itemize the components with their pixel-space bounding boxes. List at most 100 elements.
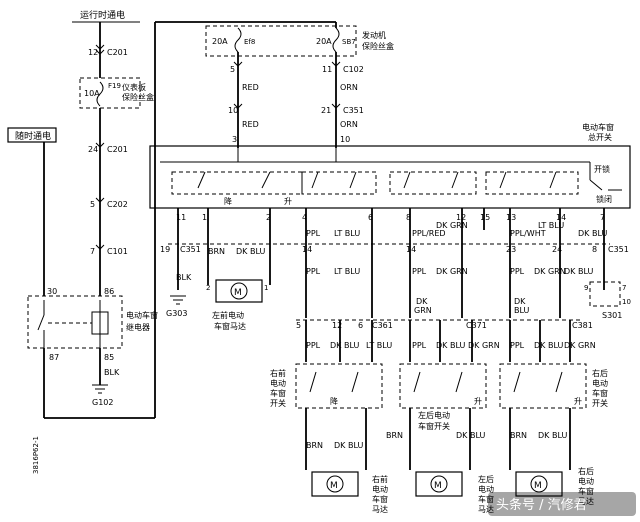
wire-ppl-6: PPL — [412, 341, 427, 350]
s301-pin-7: 7 — [622, 284, 626, 292]
rf-motor-label-1: 右前 — [372, 474, 388, 484]
wire-blk-relay: BLK — [104, 368, 120, 377]
lr-motor-label-1: 左后 — [478, 474, 494, 484]
lr-switch-label-2: 车窗开关 — [418, 421, 450, 431]
rf-pin-5: 5 — [296, 321, 301, 330]
rf-motor-label-3: 车窗 — [372, 494, 388, 504]
rr-motor-label-2: 电动 — [578, 476, 594, 486]
hot-feed-label: 随时通电 — [15, 130, 51, 142]
wire-ppl-5: PPL — [306, 341, 321, 350]
ground-icon — [92, 384, 108, 394]
wire-orn-1: ORN — [340, 83, 358, 92]
wire-dk-grn-5: DK GRN — [564, 341, 596, 350]
lr-motor-symbol: M — [434, 481, 442, 491]
ground-g303-icon — [170, 295, 186, 305]
lf-motor-symbol: M — [234, 288, 242, 298]
rr-motor-label-1: 右后 — [578, 466, 594, 476]
wire-dk-grn-1: DK GRN — [436, 221, 468, 230]
ip-fuse-box-label-1: 仪表板 — [122, 82, 146, 92]
s301-box — [589, 281, 621, 307]
s301-label: S301 — [602, 311, 622, 320]
c351-left-label: C351 — [180, 245, 201, 254]
wire-lt-blu-2: LT BLU — [538, 221, 564, 230]
wire-ppl-2: PPL — [306, 267, 321, 276]
wire-dk-blu-3: DK BLU — [564, 267, 593, 276]
wire-ppl-red: PPL/RED — [412, 229, 446, 238]
rf-switch-label-4: 开关 — [270, 398, 286, 408]
master-pin-10: 10 — [340, 135, 350, 144]
master-pin-3: 3 — [232, 135, 237, 144]
wire-dk-blu-2: DK BLU — [236, 247, 265, 256]
relay-pin-30: 30 — [47, 287, 57, 296]
rf-down-label: 降 — [330, 396, 338, 406]
master-pin-13: 13 — [506, 213, 516, 222]
master-pin-1: 1 — [202, 213, 207, 222]
sb7-id: SB7 — [342, 38, 356, 46]
rr-motor-label-4: 马达 — [578, 496, 594, 506]
c381-label: C381 — [572, 321, 593, 330]
c351-top-pin-21: 21 — [321, 106, 331, 115]
wire-blu-1: BLU — [514, 306, 530, 315]
rf-motor-label-4: 马达 — [372, 504, 388, 514]
lr-motor-label-3: 车窗 — [478, 494, 494, 504]
relay-pin-87: 87 — [49, 353, 59, 362]
hot-feed-box — [7, 127, 57, 143]
relay-pin-86: 86 — [104, 287, 114, 296]
engine-fuse-box — [205, 25, 357, 57]
master-pin-4: 4 — [302, 213, 307, 222]
rr-door-switch: 升 右后 电动 车窗 开关 — [499, 363, 608, 409]
master-pin-12: 12 — [456, 213, 466, 222]
s301-pin-9: 9 — [584, 284, 588, 292]
lf-motor-box — [215, 279, 263, 303]
wire-dk-grn-4: DK GRN — [468, 341, 500, 350]
ef8-id: Ef8 — [244, 38, 255, 46]
c351-top-pin-10: 10 — [228, 106, 238, 115]
sb7-rating: 20A — [316, 37, 332, 46]
master-switch-group-rf — [301, 171, 377, 195]
c201-mid-pin: 24 — [88, 145, 98, 154]
locked-label: 锁闭 — [596, 194, 612, 204]
lr-motor-label-2: 电动 — [478, 484, 494, 494]
ef8-fuse-icon — [234, 27, 242, 53]
c102-pin-11: 11 — [322, 65, 332, 74]
engine-fuse-box-label-1: 发动机 — [362, 30, 386, 40]
wire-orn-2: ORN — [340, 120, 358, 129]
wire-ppl-wht: PPL/WHT — [510, 229, 546, 238]
master-pin-8: 8 — [406, 213, 411, 222]
rf-switch-label-3: 车窗 — [270, 388, 286, 398]
wire-ppl-4: PPL — [510, 267, 525, 276]
wire-lt-blu-4: LT BLU — [366, 341, 392, 350]
master-pin-7: 7 — [600, 213, 605, 222]
master-pin-15: 15 — [480, 213, 490, 222]
c101-label: C101 — [107, 247, 128, 256]
wire-dk-grn-2: DK GRN — [436, 267, 468, 276]
relay-coil-icon — [91, 311, 109, 335]
wire-dk-2: DK — [514, 297, 526, 306]
relay-name-2: 继电器 — [126, 322, 150, 332]
wire-grn-1: GRN — [414, 306, 432, 315]
rr-motor-symbol: M — [534, 481, 542, 491]
lower-pin-23: 23 — [506, 245, 516, 254]
ip-fuse-box-label-2: 保险丝盒 — [122, 92, 154, 102]
relay-name-1: 电动车窗 — [126, 310, 158, 320]
ground-g102: G102 — [92, 398, 113, 407]
ip-fuse-id: F19 — [108, 82, 121, 90]
lower-pin-14b: 14 — [406, 245, 416, 254]
rr-switch-label-1: 右后 — [592, 368, 608, 378]
wire-dk-blu-9: DK BLU — [538, 431, 567, 440]
wire-brn-2: BRN — [306, 441, 323, 450]
lf-motor-icon — [230, 282, 248, 300]
rr-motor-label-3: 车窗 — [578, 486, 594, 496]
master-switch-group-driver: 降 升 — [171, 171, 303, 206]
rr-switch-label-4: 开关 — [592, 398, 608, 408]
wire-brn-4: BRN — [510, 431, 527, 440]
master-switch-title-1: 电动车窗 — [582, 122, 614, 132]
master-pin-11: 11 — [176, 213, 186, 222]
wire-dk-blu-4: DK BLU — [330, 341, 359, 350]
ground-g303: G303 — [166, 309, 187, 318]
master-switch-box — [149, 145, 631, 209]
c202-label: C202 — [107, 200, 128, 209]
ip-fuse-box — [79, 77, 141, 109]
rr-switch-label-2: 电动 — [592, 378, 608, 388]
master-up-1: 升 — [284, 197, 292, 206]
